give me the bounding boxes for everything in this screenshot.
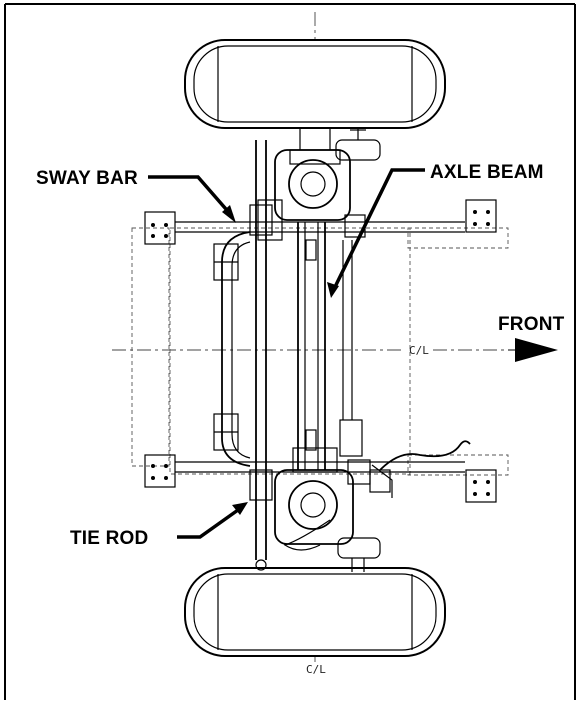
frame-rails-outline [131,227,509,476]
label-axle-beam: AXLE BEAM [430,162,544,183]
label-sway-bar: SWAY BAR [36,168,138,189]
callout-sway-bar-leader [148,175,236,223]
callout-axle-beam-leader [327,168,425,298]
front-arrow-icon [508,338,558,362]
tie-rod [249,140,273,571]
bottom-tire [184,567,446,657]
mount-brackets [144,199,497,503]
top-knuckle-assembly [257,127,381,241]
top-tire [184,39,446,129]
callout-tie-rod-leader [177,502,248,539]
brake-hose [371,440,471,498]
centerline-label-vertical: C/L [306,663,326,676]
bottom-knuckle-assembly [274,447,391,572]
centerline-label-horizontal: C/L [409,344,429,357]
frame-border [4,3,576,700]
sway-bar [213,231,251,467]
label-front: FRONT [498,314,565,335]
axle-beam [297,222,326,470]
frame-crossmembers [175,221,465,473]
label-tie-rod: TIE ROD [70,528,148,549]
